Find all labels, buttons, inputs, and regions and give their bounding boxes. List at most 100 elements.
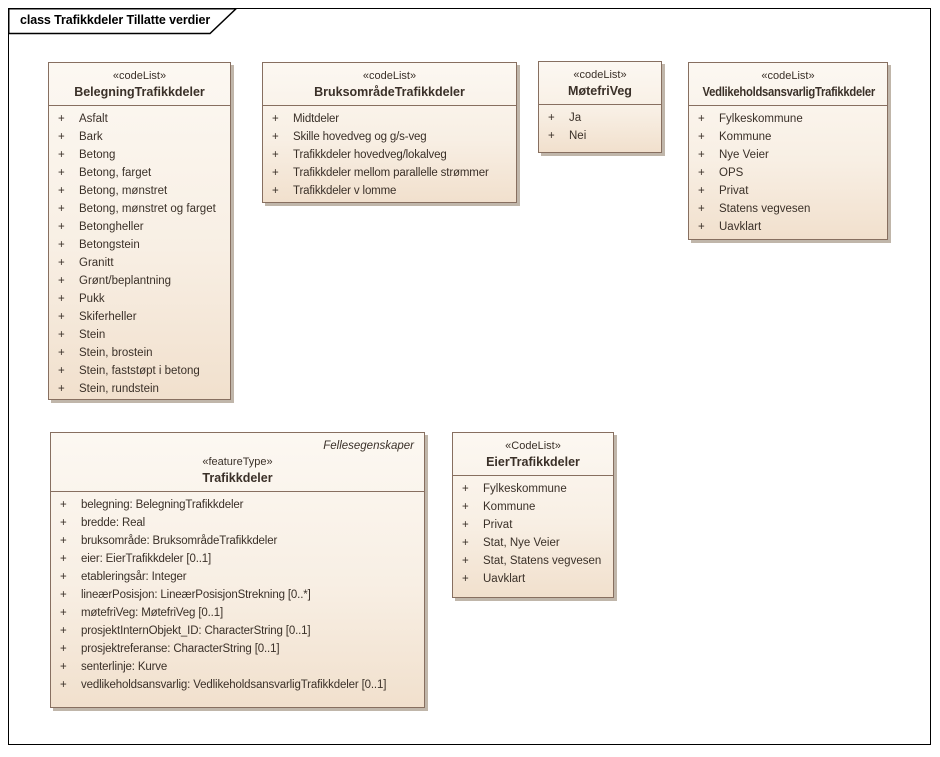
class-name: EierTrafikkdeler [486,455,580,469]
attribute-row: + Betong, mønstret [49,182,230,200]
attribute-row: + Betong, mønstret og farget [49,200,230,218]
attribute-label: Bark [79,131,103,143]
visibility-symbol: + [60,517,67,529]
diagram-title: class Trafikkdeler Tillatte verdier [20,13,211,27]
attribute-label: prosjektreferanse: CharacterString [0..1… [81,643,280,655]
class-box-vedlikeholdsansvarlig-trafikkdeler[interactable]: «codeList»VedlikeholdsansvarligTrafikkde… [688,62,888,240]
attribute-label: Fylkeskommune [483,483,567,495]
attribute-list: +Fylkeskommune+Kommune+Privat+Stat, Nye … [453,476,613,593]
attribute-label: Stein [79,329,106,341]
visibility-symbol: + [58,329,65,341]
attribute-label: Privat [483,519,513,531]
class-header: «codeList»VedlikeholdsansvarligTrafikkde… [689,63,887,106]
tab-shape-icon [8,8,238,35]
visibility-symbol: + [698,149,705,161]
attribute-row: + bredde: Real [51,514,424,532]
visibility-symbol: + [60,643,67,655]
diagram-frame [8,8,931,745]
attribute-label: Stein, brostein [79,347,153,359]
attribute-row: +møtefriVeg: MøtefriVeg [0..1] [51,604,424,622]
visibility-symbol: + [462,501,469,513]
attribute-row: +Ja [539,109,661,127]
visibility-symbol: + [58,131,65,143]
visibility-symbol: + [698,203,705,215]
visibility-symbol: + [58,185,65,197]
class-stereotype: «codeList» [761,70,815,82]
class-header: «codeList»BruksområdeTrafikkdeler [263,63,516,106]
attribute-label: Statens vegvesen [719,203,811,215]
class-box-motefri-veg[interactable]: «codeList»MøtefriVeg+Ja+Nei [538,61,662,153]
visibility-symbol: + [698,185,705,197]
class-header: Fellesegenskaper«featureType»Trafikkdele… [51,433,424,492]
visibility-symbol: + [698,221,705,233]
attribute-row: + prosjektreferanse: CharacterString [0..… [51,640,424,658]
attribute-row: +Kommune [453,498,613,516]
attribute-row: +Nei [539,127,661,145]
attribute-list: +Fylkeskommune+Kommune+Nye Veier+OPS+Pri… [689,106,887,241]
visibility-symbol: + [58,113,65,125]
attribute-row: +Trafikkdeler v lomme [263,182,516,200]
attribute-label: Uavklart [483,573,526,585]
attribute-row: +Asfalt [49,110,230,128]
attribute-row: +Stat, Statens vegvesen [453,552,613,570]
class-header: «codeList»BelegningTrafikkdeler [49,63,230,106]
visibility-symbol: + [698,113,705,125]
attribute-row: +Nye Veier [689,146,887,164]
header-note: Fellesegenskaper [323,440,414,452]
attribute-row: + Bark [49,128,230,146]
visibility-symbol: + [58,365,65,377]
attribute-row: + Privat [453,516,613,534]
attribute-row: +Fylkeskommune [689,110,887,128]
attribute-label: eier: EierTrafikkdeler [0..1] [81,553,212,565]
visibility-symbol: + [60,571,67,583]
visibility-symbol: + [58,203,65,215]
attribute-row: +eier: EierTrafikkdeler [0..1] [51,550,424,568]
attribute-label: senterlinje: Kurve [81,661,168,673]
visibility-symbol: + [272,185,279,197]
attribute-label: Betong, mønstret [79,185,168,197]
visibility-symbol: + [462,555,469,567]
attribute-label: Pukk [79,293,105,305]
attribute-label: Betong, mønstret og farget [79,203,216,215]
attribute-list: +Midtdeler+Skille hovedveg og g/s-veg+Tr… [263,106,516,205]
attribute-label: prosjektInternObjekt_ID: CharacterString… [81,625,311,637]
attribute-label: etableringsår: Integer [81,571,187,583]
attribute-row: + Uavklart [453,570,613,588]
attribute-row: + etableringsår: Integer [51,568,424,586]
visibility-symbol: + [272,113,279,125]
attribute-row: + Statens vegvesen [689,200,887,218]
class-box-trafikkdeler[interactable]: Fellesegenskaper«featureType»Trafikkdele… [50,432,425,708]
class-box-bruksomrade-trafikkdeler[interactable]: «codeList»BruksområdeTrafikkdeler+Midtde… [262,62,517,203]
attribute-row: +Granitt [49,254,230,272]
visibility-symbol: + [548,112,555,124]
class-name: BelegningTrafikkdeler [74,85,205,99]
class-box-eier-trafikkdeler[interactable]: «CodeList»EierTrafikkdeler+Fylkeskommune… [452,432,614,598]
visibility-symbol: + [60,499,67,511]
attribute-label: Nei [569,130,587,142]
attribute-row: +Stein, rundstein [49,380,230,398]
class-name: Trafikkdeler [202,471,273,485]
visibility-symbol: + [60,607,67,619]
attribute-row: +Betongheller [49,218,230,236]
class-stereotype: «CodeList» [505,440,561,452]
attribute-label: Trafikkdeler mellom parallelle strømmer [293,167,489,179]
attribute-row: +prosjektInternObjekt_ID: CharacterStrin… [51,622,424,640]
attribute-row: +Betong, farget [49,164,230,182]
visibility-symbol: + [60,589,67,601]
class-box-belegning-trafikkdeler[interactable]: «codeList»BelegningTrafikkdeler+Asfalt+B… [48,62,231,400]
visibility-symbol: + [462,519,469,531]
visibility-symbol: + [58,275,65,287]
visibility-symbol: + [58,257,65,269]
attribute-row: + Pukk [49,290,230,308]
attribute-label: OPS [719,167,744,179]
class-header: «codeList»MøtefriVeg [539,62,661,105]
visibility-symbol: + [462,573,469,585]
attribute-row: +Betong [49,146,230,164]
attribute-row: +Fylkeskommune [453,480,613,498]
visibility-symbol: + [58,293,65,305]
attribute-label: bredde: Real [81,517,146,529]
attribute-row: + Stein [49,326,230,344]
attribute-row: +Skiferheller [49,308,230,326]
attribute-row: +Skille hovedveg og g/s-veg [263,128,516,146]
visibility-symbol: + [272,131,279,143]
